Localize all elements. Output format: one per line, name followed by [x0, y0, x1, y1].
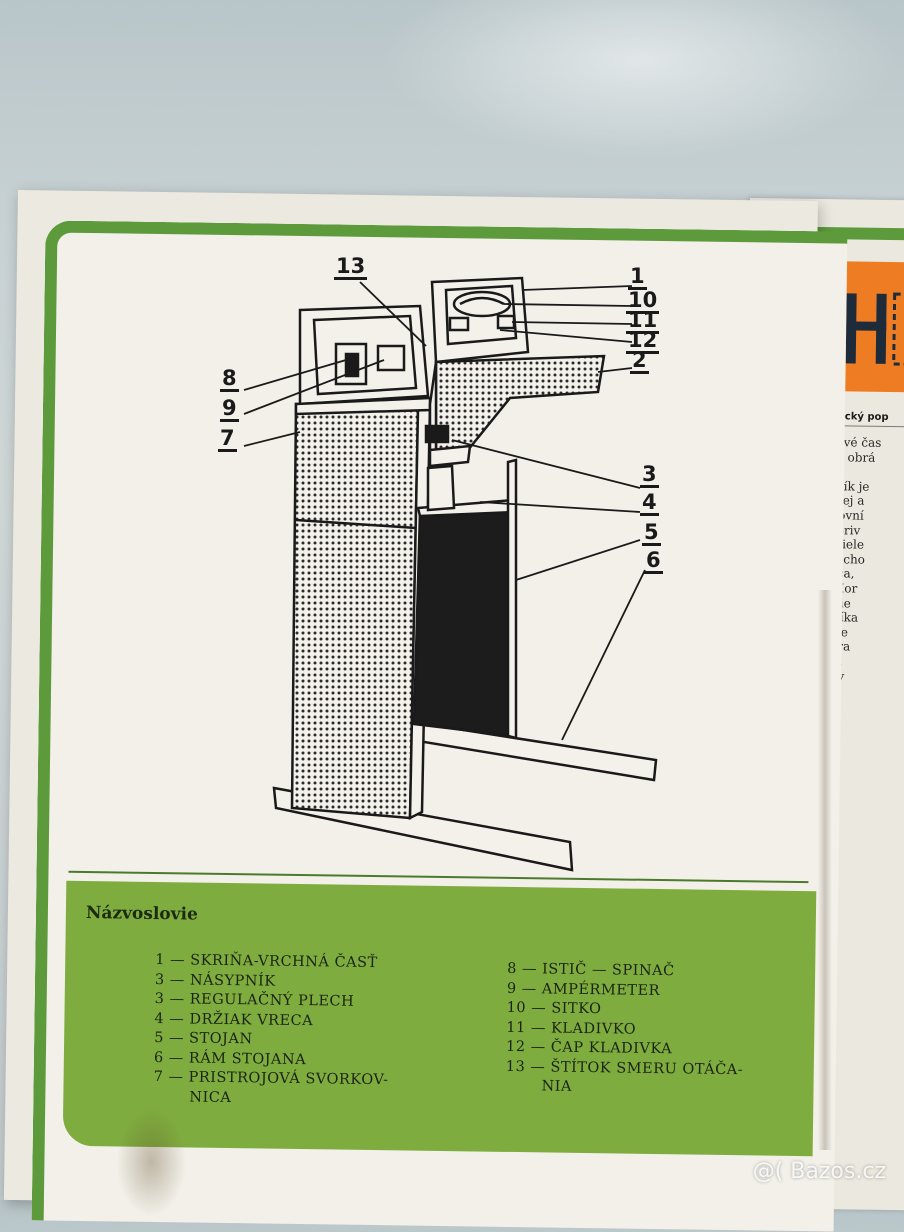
machine-drawing	[272, 276, 658, 872]
callout-leader-lines	[243, 281, 646, 741]
callout-13: 13	[334, 254, 368, 280]
callout-5: 5	[642, 520, 661, 546]
glass-glare	[380, 0, 900, 160]
callout-7: 7	[218, 426, 237, 452]
callout-3: 3	[640, 462, 659, 488]
callout-6: 6	[644, 548, 663, 574]
callout-8: 8	[220, 366, 239, 392]
bazos-watermark: @( Bazos.cz	[752, 1159, 886, 1184]
callout-9: 9	[220, 396, 239, 422]
callout-2: 2	[630, 348, 649, 374]
callout-11: 11	[626, 308, 660, 334]
page-fold-crease	[818, 590, 832, 1150]
callout-12: 12	[626, 328, 660, 354]
callout-1: 1	[628, 264, 647, 290]
callout-10: 10	[626, 288, 660, 314]
callout-4: 4	[640, 490, 659, 516]
machine-illustration	[243, 276, 658, 872]
